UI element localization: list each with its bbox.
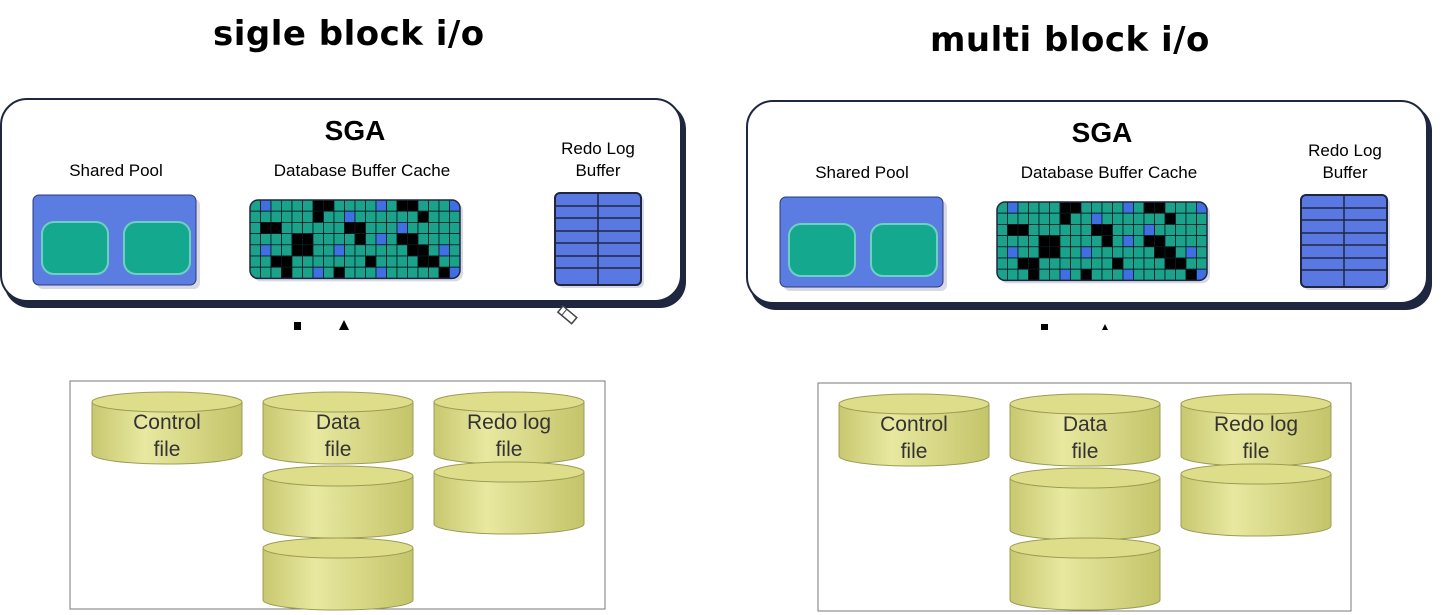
redo-log-file-label-line1: Redo log [467,411,551,434]
data-file-cylinder [1009,393,1161,467]
data-file-cylinder-2 [1009,467,1161,541]
sga-title: SGA [325,115,386,146]
redo-log-buffer [554,192,644,288]
data-file-label-line1: Data [1063,413,1108,436]
redo-log-file-label-line1: Redo log [1214,413,1298,436]
buffer-cache-label: Database Buffer Cache [274,161,450,180]
panel-title-multi: multi block i/o [930,20,1210,60]
redo-log-file-cylinder-2 [1180,463,1332,537]
data-file-label-line1: Data [316,411,361,434]
buffer-cache-label: Database Buffer Cache [1021,163,1197,182]
shared-pool-label: Shared Pool [69,161,163,180]
redo-buffer-label-line2: Buffer [575,161,620,180]
data-file-cylinder-3 [262,537,414,611]
panel-title-single: sigle block i/o [213,14,485,54]
data-file-cylinder-3 [1009,537,1161,611]
redo-buffer-label-line2: Buffer [1322,163,1367,182]
data-file-cylinder-2 [262,465,414,539]
data-file-cylinder [262,391,414,465]
shared-pool [32,194,200,289]
arrow-up-icon [1102,324,1108,330]
redo-buffer-label-line1: Redo Log [1308,141,1382,160]
control-file-label-line2: file [901,440,928,463]
arrow-down-icon [1041,324,1048,330]
control-file-label-line2: file [154,438,181,461]
control-file-label-line1: Control [133,411,201,434]
control-file-label-line1: Control [880,413,948,436]
buffer-cache-grid [996,201,1210,284]
control-file-cylinder [91,391,243,465]
shared-pool-label: Shared Pool [815,163,909,182]
buffer-cache-grid [249,199,463,282]
redo-log-file-label-line2: file [496,438,523,461]
shared-pool [779,196,947,291]
sga-title: SGA [1072,117,1133,148]
redo-log-file-cylinder-2 [433,461,585,535]
data-file-label-line2: file [325,438,352,461]
arrow-down-icon [294,322,301,330]
control-file-cylinder [838,393,990,467]
data-file-label-line2: file [1072,440,1099,463]
redo-log-file-cylinder [433,391,585,465]
redo-log-buffer [1300,194,1390,290]
redo-log-file-label-line2: file [1243,440,1270,463]
redo-buffer-label-line1: Redo Log [561,139,635,158]
arrow-up-icon [339,320,349,330]
cursor-icon [556,304,578,325]
